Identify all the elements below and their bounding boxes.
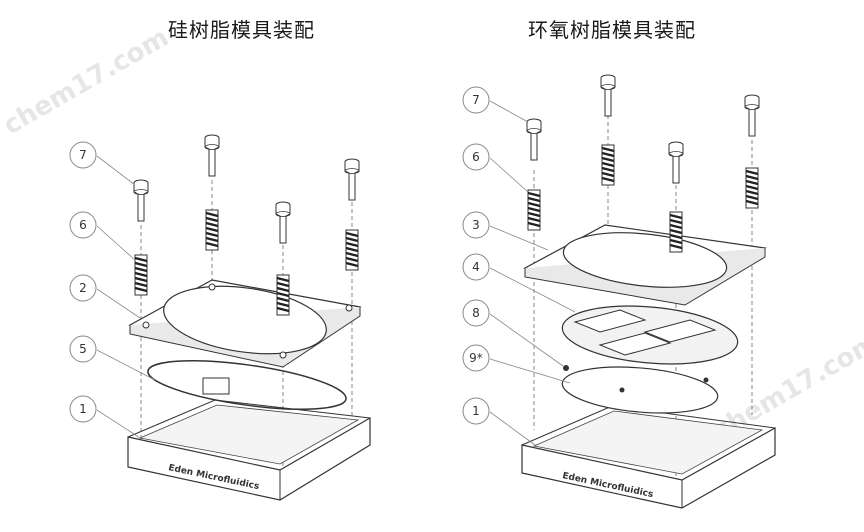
right-screw-1 [526,118,542,161]
right-base-part-1: Eden Microfluidics [521,405,776,509]
right-callout-3: 3 [462,211,549,251]
right-insert-part-4 [561,305,739,365]
right-callout-4-label: 4 [472,260,480,274]
left-callouts: 7 6 2 5 1 [69,141,156,439]
right-screw-4 [744,94,760,137]
watermark-group: chem17.com chem17.com [0,23,864,447]
right-callout-3-label: 3 [472,218,480,232]
left-callout-7-label: 7 [79,148,87,162]
right-callout-4: 4 [462,253,576,313]
left-callout-2-label: 2 [79,281,87,295]
left-callout-2: 2 [69,274,141,319]
left-callout-7: 7 [69,141,136,186]
right-callouts: 7 6 3 4 8 [462,86,576,446]
right-callout-8-label: 8 [472,306,480,320]
title-epoxy-mold-assembly: 环氧树脂模具装配 [528,18,696,42]
right-small-screw-part-8 [563,365,569,371]
left-callout-5-label: 5 [79,342,87,356]
left-screw-3 [275,201,291,244]
left-callout-6: 6 [69,211,136,261]
left-plate-part-2 [128,279,362,368]
right-spring-4 [744,166,760,210]
left-spring-2 [204,208,220,252]
right-disk-part-9 [561,366,719,414]
left-spring-3 [275,273,291,317]
right-callout-9: 9* [462,344,571,384]
left-gasket-part-5 [147,360,347,410]
watermark-text-left: chem17.com [0,23,174,142]
right-callout-9-label: 9* [469,351,483,365]
left-callout-5: 5 [69,335,156,381]
right-plate-part-3 [523,224,767,306]
left-gasket-tab [202,377,230,395]
left-screw-2 [204,134,220,177]
left-assembly: Eden Microfluidics [69,134,371,501]
left-screw-1 [133,179,149,222]
left-callout-1-label: 1 [79,402,87,416]
left-callout-1: 1 [69,395,141,439]
right-callout-6-label: 6 [472,150,480,164]
left-spring-1 [133,253,149,297]
left-base-part-1: Eden Microfluidics [127,399,371,501]
left-spring-4 [344,228,360,272]
right-assembly: Eden Microfluidics [462,74,776,509]
left-callout-6-label: 6 [79,218,87,232]
right-screw-3 [668,141,684,184]
right-screw-2 [600,74,616,117]
right-callout-8: 8 [462,299,564,367]
right-callout-6: 6 [462,143,529,193]
right-spring-3 [668,210,684,254]
right-callout-7: 7 [462,86,529,123]
right-spring-2 [600,143,616,187]
title-silicone-mold-assembly: 硅树脂模具装配 [168,18,315,42]
left-screw-4 [344,158,360,201]
right-callout-1-label: 1 [472,404,480,418]
right-callout-7-label: 7 [472,93,480,107]
right-spring-1 [526,188,542,232]
right-callout-1: 1 [462,397,536,446]
